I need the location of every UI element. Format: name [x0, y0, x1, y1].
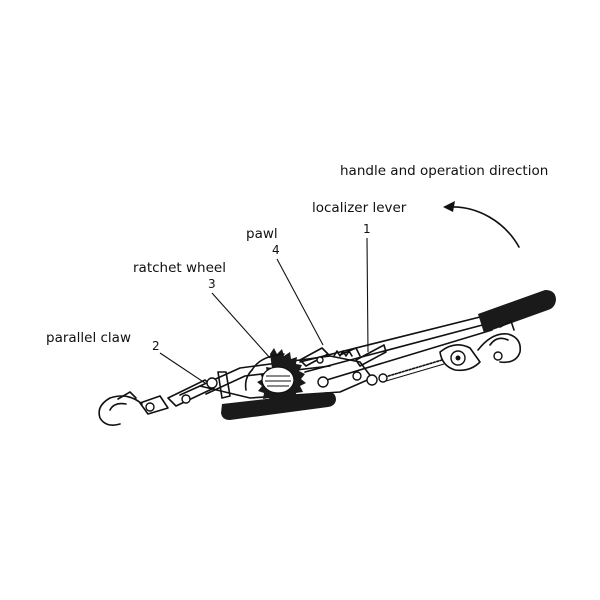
number-ratchet-wheel: 3: [208, 277, 216, 291]
localizer-lever: [333, 344, 387, 367]
number-localizer-lever: 1: [363, 222, 371, 236]
leader-line-ratchet-wheel: [211, 292, 271, 359]
right-hook-pulley: [439, 320, 522, 372]
leader-line-localizer-lever: [366, 237, 369, 353]
ratchet-wheel: [244, 348, 306, 406]
pawl: [299, 347, 329, 367]
leader-line-parallel-claw: [159, 352, 206, 384]
label-ratchet-wheel: ratchet wheel: [133, 260, 226, 276]
operation-direction-arrow: [443, 201, 520, 248]
label-parallel-claw: parallel claw: [46, 330, 131, 346]
label-pawl: pawl: [246, 226, 278, 242]
wire-rope: [384, 359, 445, 382]
leader-line-pawl: [276, 258, 324, 346]
handle-grip: [478, 290, 556, 333]
number-pawl: 4: [272, 243, 280, 257]
left-hook: [98, 391, 169, 426]
handle: [299, 290, 556, 383]
number-parallel-claw: 2: [152, 339, 160, 353]
parallel-claw: [167, 371, 231, 407]
label-handle-direction: handle and operation direction: [340, 163, 548, 179]
base-plate: [221, 392, 336, 420]
label-localizer-lever: localizer lever: [312, 200, 407, 216]
